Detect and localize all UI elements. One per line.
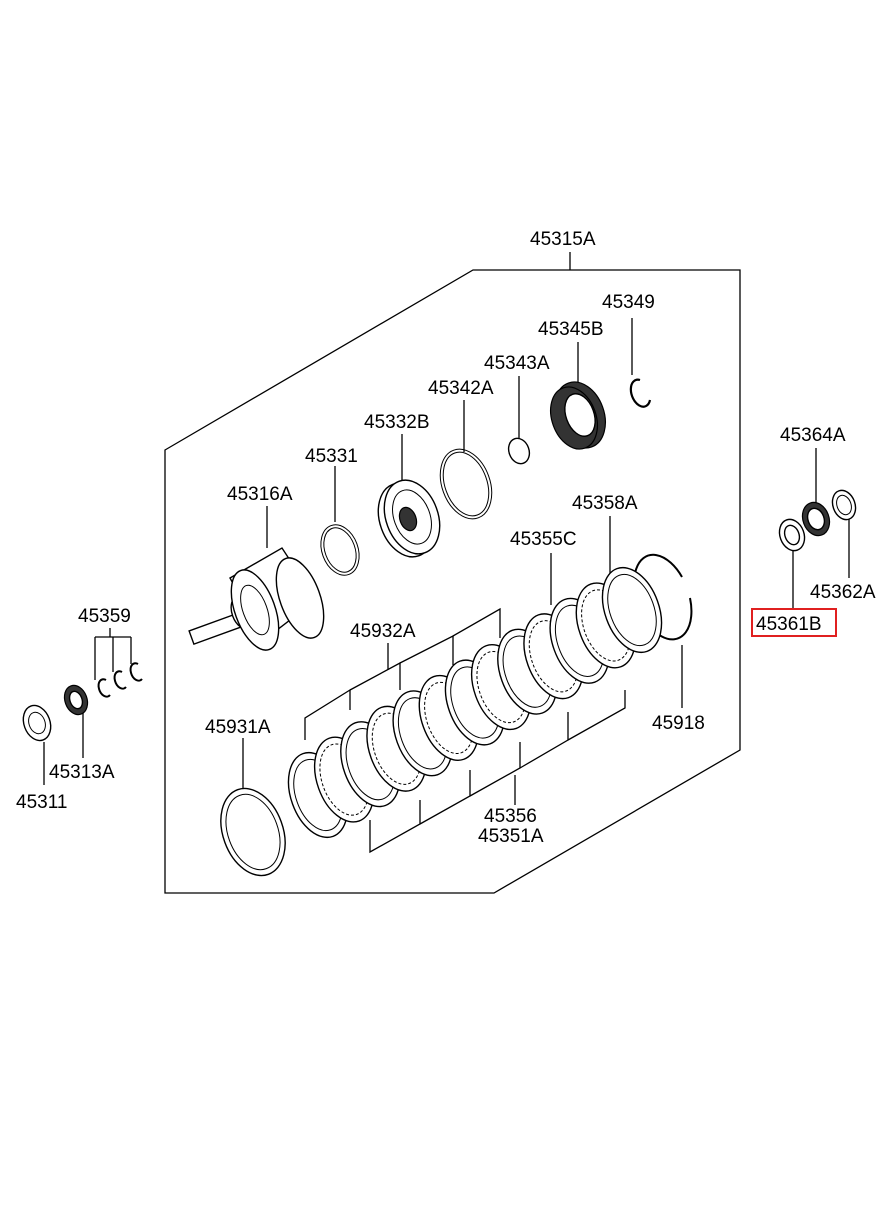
washer-45361B [778,518,806,552]
label-45315A: 45315A [530,229,596,250]
bearing-45364A [801,501,831,537]
bearing-45313A [63,684,89,716]
label-45313A: 45313A [49,762,115,783]
washer-45362A [831,489,857,521]
label-45356: 45356 [484,806,537,827]
label-45316A: 45316A [227,484,293,505]
label-45355C: 45355C [510,529,577,550]
label-45349: 45349 [602,292,655,313]
label-45362A: 45362A [810,582,876,603]
label-45358A: 45358A [572,493,638,514]
seal-ring-45331 [320,524,360,576]
snap-ring-45349 [629,378,652,408]
o-ring-45343A [507,437,531,465]
clutch-plate [601,566,663,654]
label-45331: 45331 [305,446,358,467]
assembly-boundary [164,269,741,894]
clutch-plate-stack [287,566,663,839]
label-45311: 45311 [16,792,67,813]
seal-ring-45342A [439,448,493,520]
one-way-clutch-45345B [550,381,606,450]
label-45932A: 45932A [350,621,416,642]
label-45345B: 45345B [538,319,604,340]
label-45343A: 45343A [484,353,550,374]
clutch-plate-inner [607,573,657,647]
label-45332B: 45332B [364,412,430,433]
label-45931A: 45931A [205,717,271,738]
label-45361B[interactable]: 45361B [756,614,822,635]
end-plate-45931A [220,787,286,877]
washer-45311 [22,704,52,742]
clutch-hub-45316A [188,547,325,651]
label-45359: 45359 [78,606,131,627]
highlight-box [751,608,837,637]
label-45918: 45918 [652,713,705,734]
label-45364A: 45364A [780,425,846,446]
clips-45359 [97,662,143,698]
leader-lines [43,252,850,854]
piston-45332B [377,479,441,558]
label-45351A: 45351A [478,826,544,847]
label-45342A: 45342A [428,378,494,399]
